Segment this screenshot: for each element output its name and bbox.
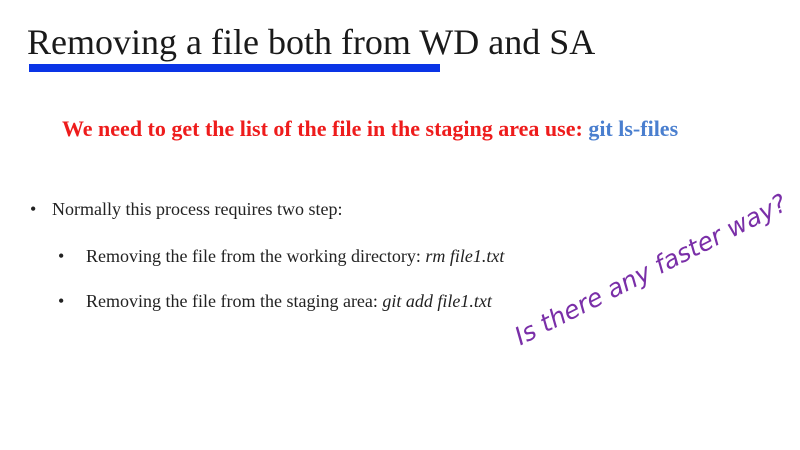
bullet-dot: • xyxy=(58,291,65,311)
headline-command: git ls-files xyxy=(588,116,679,141)
bullet-text: Removing the file from the staging area: xyxy=(86,291,383,311)
bullet-item-3: • Removing the file from the staging area… xyxy=(58,289,492,313)
bullet-command: git add file1.txt xyxy=(382,291,492,311)
headline-text: We need to get the list of the file in t… xyxy=(62,116,589,141)
bullet-command: rm file1.txt xyxy=(425,246,505,266)
slide-title: Removing a file both from WD and SA xyxy=(27,22,596,62)
bullet-text: Normally this process requires two step: xyxy=(52,199,343,219)
title-underline xyxy=(29,64,440,72)
bullet-dot: • xyxy=(30,199,37,219)
headline: We need to get the list of the file in t… xyxy=(62,114,678,144)
bullet-dot: • xyxy=(58,246,65,266)
bullet-item-1: • Normally this process requires two step… xyxy=(30,197,342,221)
bullet-text: Removing the file from the working direc… xyxy=(86,246,426,266)
handwritten-annotation: Is there any faster way? xyxy=(509,188,792,351)
bullet-item-2: • Removing the file from the working dire… xyxy=(58,244,504,268)
